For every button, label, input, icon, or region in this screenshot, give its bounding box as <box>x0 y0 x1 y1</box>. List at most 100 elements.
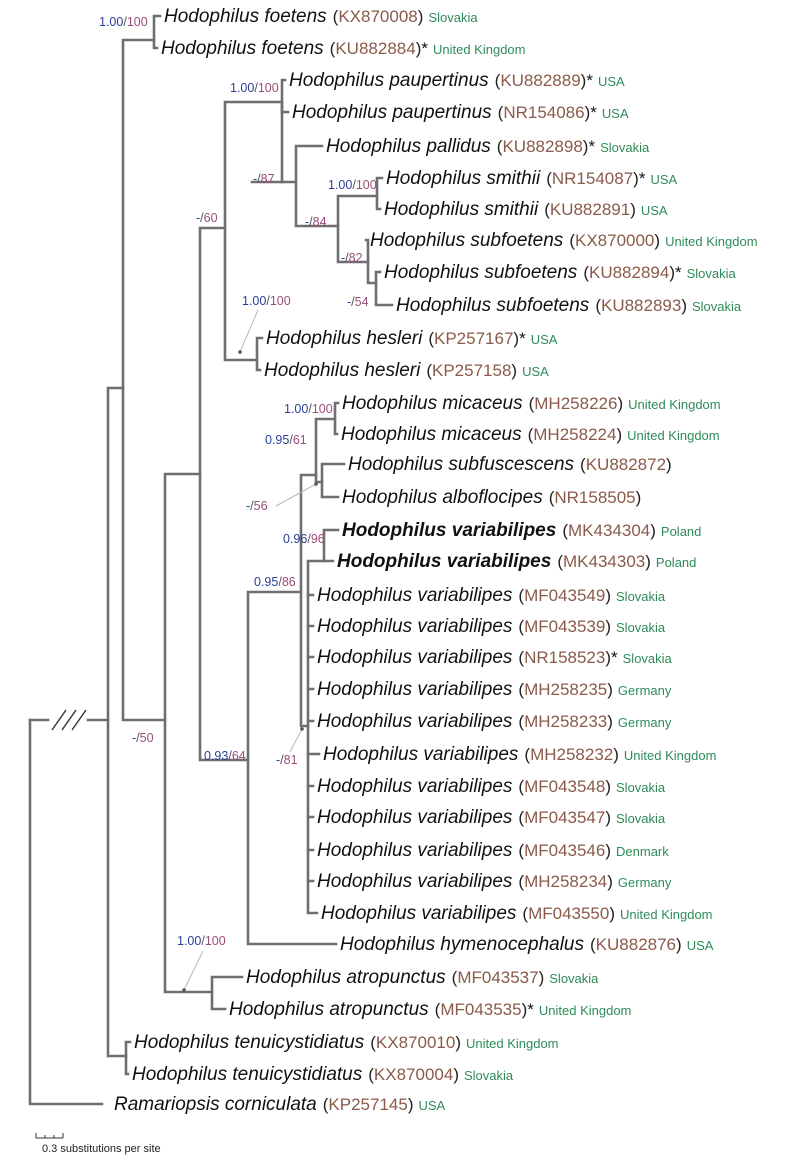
species-name: Hodophilus alboflocipes <box>342 487 543 508</box>
accession-number: MH258234 <box>524 872 607 891</box>
species-name: Ramariopsis corniculata <box>114 1094 317 1115</box>
leaf-label: Hodophilus subfoetens(KU882894)*Slovakia <box>384 262 737 283</box>
accession-number: MH258226 <box>534 394 617 413</box>
leaf-label: Hodophilus smithii(KU882891)USA <box>384 199 668 220</box>
type-marker: * <box>527 1000 534 1019</box>
country-label: Slovakia <box>623 651 673 666</box>
country-label: Germany <box>618 683 672 698</box>
branch-25 <box>322 528 340 563</box>
species-name: Hodophilus pallidus <box>326 136 491 157</box>
species-name: Hodophilus hesleri <box>266 328 423 349</box>
posterior-probability: 0.95 <box>265 433 289 447</box>
country-label: United Kingdom <box>665 234 758 249</box>
branch-24 <box>306 559 326 915</box>
leaf-label: Hodophilus hesleri(KP257158)USA <box>264 360 549 381</box>
pointer-head <box>182 988 186 992</box>
type-marker: * <box>588 137 595 156</box>
leaf-label: Hodophilus micaceus(MH258226)United King… <box>342 393 721 414</box>
bootstrap-value: 96 <box>311 532 325 546</box>
branch-21 <box>314 417 337 484</box>
support-value: -/50 <box>132 731 154 745</box>
leaf-label: Hodophilus atropunctus(MF043535)*United … <box>229 999 631 1020</box>
accession-number: MF043535 <box>440 1000 521 1019</box>
species-name: Hodophilus variabilipes <box>337 551 551 572</box>
species-name: Hodophilus hymenocephalus <box>340 934 584 955</box>
accession-number: NR154087 <box>552 169 633 188</box>
country-label: United Kingdom <box>620 907 713 922</box>
branch-1 <box>28 718 104 1106</box>
country-label: Germany <box>618 875 672 890</box>
type-marker: * <box>611 648 618 667</box>
leaf-label: Hodophilus variabilipes(MF043539)Slovaki… <box>317 616 666 637</box>
country-label: Slovakia <box>616 620 666 635</box>
accession-number: MF043548 <box>524 777 605 796</box>
country-label: United Kingdom <box>539 1003 632 1018</box>
branch-16 <box>375 176 384 211</box>
posterior-probability: 0.95 <box>254 575 278 589</box>
branch-4 <box>121 38 156 390</box>
species-name: Hodophilus variabilipes <box>317 711 513 732</box>
country-label: Slovakia <box>428 10 478 25</box>
posterior-probability: - <box>276 753 280 767</box>
species-name: Hodophilus paupertinus <box>289 70 489 91</box>
species-name: Hodophilus variabilipes <box>317 647 513 668</box>
accession-number: MK434303 <box>563 552 645 571</box>
species-name: Hodophilus smithii <box>384 199 539 220</box>
support-value: 1.00/100 <box>328 178 377 192</box>
posterior-probability: 1.00 <box>242 294 266 308</box>
species-name: Hodophilus subfoetens <box>370 230 564 251</box>
accession-number: KP257167 <box>434 329 513 348</box>
species-name: Hodophilus variabilipes <box>321 903 517 924</box>
country-label: Slovakia <box>616 589 666 604</box>
leaf-label: Hodophilus tenuicystidiatus(KX870004)Slo… <box>132 1064 514 1085</box>
species-name: Hodophilus variabilipes <box>317 871 513 892</box>
leaf-label: Hodophilus hesleri(KP257167)*USA <box>266 328 558 349</box>
species-name: Hodophilus hesleri <box>264 360 421 381</box>
support-value: -/87 <box>253 172 275 186</box>
species-name: Hodophilus atropunctus <box>229 999 429 1020</box>
leaf-label: Hodophilus variabilipes(MK434304)Poland <box>342 520 701 541</box>
leaf-label: Hodophilus foetens(KU882884)*United King… <box>161 38 525 59</box>
species-name: Hodophilus subfoetens <box>384 262 578 283</box>
leaf-label: Hodophilus subfuscescens(KU882872) <box>348 454 672 475</box>
country-label: USA <box>687 938 714 953</box>
support-value: 1.00/100 <box>99 15 148 29</box>
scale-bar: 0.3 substitutions per site <box>35 1133 161 1155</box>
country-label: Slovakia <box>616 811 666 826</box>
country-label: USA <box>598 74 625 89</box>
country-label: Slovakia <box>549 971 599 986</box>
support-pointers <box>182 309 318 992</box>
support-value: -/56 <box>246 499 268 513</box>
leaf-label: Hodophilus tenuicystidiatus(KX870010)Uni… <box>134 1032 559 1053</box>
species-name: Hodophilus tenuicystidiatus <box>132 1064 363 1085</box>
support-value: 0.95/86 <box>254 575 296 589</box>
country-label: Slovakia <box>616 780 666 795</box>
branch-9 <box>198 226 250 762</box>
support-value: 0.95/61 <box>265 433 307 447</box>
bootstrap-value: 60 <box>204 211 218 225</box>
support-value: -/81 <box>276 753 298 767</box>
accession-number: KX870008 <box>338 7 417 26</box>
accession-number: KU882884 <box>335 39 415 58</box>
accession-number: KX870010 <box>376 1033 455 1052</box>
accession-number: NR158523 <box>524 648 605 667</box>
support-value: 1.00/100 <box>242 294 291 308</box>
support-value: -/60 <box>196 211 218 225</box>
bootstrap-value: 100 <box>258 81 279 95</box>
accession-number: KU882894 <box>589 263 669 282</box>
branch-18 <box>374 270 394 307</box>
bootstrap-value: 81 <box>284 753 298 767</box>
support-value: 0.96/96 <box>283 532 325 546</box>
posterior-probability: 0.93 <box>204 749 228 763</box>
accession-number: KU882891 <box>550 200 630 219</box>
accession-number: MF043537 <box>457 968 538 987</box>
country-label: United Kingdom <box>466 1036 559 1051</box>
country-label: Slovakia <box>687 266 737 281</box>
accession-number: NR158505 <box>554 488 635 507</box>
species-name: Hodophilus variabilipes <box>323 744 519 765</box>
leaf-label: Hodophilus variabilipes(NR158523)*Slovak… <box>317 647 673 668</box>
pointer-line <box>239 309 259 353</box>
species-name: Hodophilus variabilipes <box>317 616 513 637</box>
leaf-label: Hodophilus foetens(KX870008)Slovakia <box>164 6 478 27</box>
